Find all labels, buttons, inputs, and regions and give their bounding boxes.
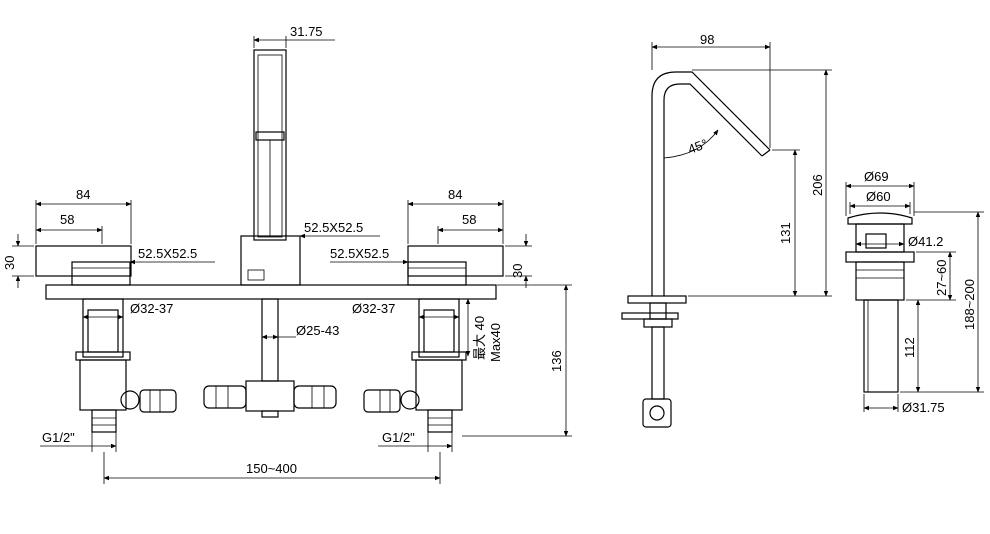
center-shank — [203, 298, 337, 418]
dim-right-30: 30 — [510, 264, 525, 278]
dim-side-outlet: 131 — [778, 222, 793, 244]
dim-overall-height: 136 — [549, 350, 564, 372]
side-view: 98 45° 206 131 — [621, 32, 832, 428]
right-handle — [407, 245, 504, 286]
drain-view: Ø69 Ø60 Ø41.2 27~60 188~200 112 Ø31.75 — [845, 169, 984, 415]
dim-drain-outer: Ø69 — [864, 169, 889, 184]
dim-spacing: 150~400 — [246, 461, 297, 476]
dim-max-en: Max40 — [488, 323, 503, 362]
dim-side-total: 206 — [810, 174, 825, 196]
right-valve — [363, 298, 467, 433]
dim-side-reach: 98 — [700, 32, 714, 47]
dim-left-58: 58 — [60, 212, 74, 227]
deck-plate — [45, 284, 497, 300]
dim-spout-square: 52.5X52.5 — [304, 220, 363, 235]
dim-left-hole: Ø32-37 — [130, 301, 173, 316]
dim-right-thread: G1/2" — [382, 430, 415, 445]
dim-drain-pipe-dia: Ø31.75 — [902, 400, 945, 415]
dim-left-square: 52.5X52.5 — [138, 246, 197, 261]
dim-left-30: 30 — [2, 256, 17, 270]
spout — [240, 49, 301, 286]
dim-left-thread: G1/2" — [42, 430, 75, 445]
dim-right-84: 84 — [448, 187, 462, 202]
front-view: 31.75 84 58 30 52.5X52.5 52.5X52.5 52.5X… — [2, 24, 572, 484]
dim-side-angle: 45° — [686, 136, 710, 157]
dim-left-84: 84 — [76, 187, 90, 202]
dim-max-cn: 最大 40 — [472, 316, 487, 360]
dim-right-58: 58 — [462, 212, 476, 227]
left-handle — [35, 245, 132, 286]
dim-drain-inner: Ø60 — [866, 189, 891, 204]
dim-right-hole: Ø32-37 — [352, 301, 395, 316]
dim-drain-range-large: 188~200 — [962, 279, 977, 330]
dim-spout-width: 31.75 — [290, 24, 323, 39]
dim-right-square: 52.5X52.5 — [330, 246, 389, 261]
dim-drain-range-small: 27~60 — [934, 259, 949, 296]
left-valve — [75, 298, 177, 433]
dim-center-hole: Ø25-43 — [296, 323, 339, 338]
dim-drain-pipe-len: 112 — [902, 337, 917, 358]
dim-drain-body: Ø41.2 — [908, 234, 943, 249]
